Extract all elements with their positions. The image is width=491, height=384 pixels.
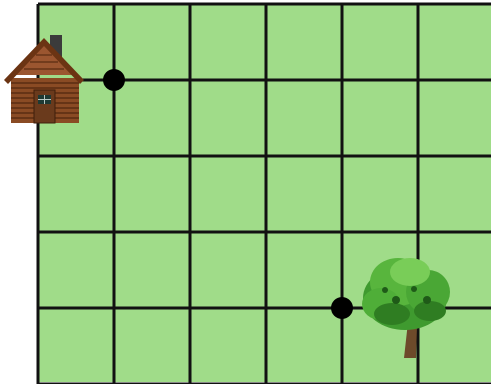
marker-2	[331, 297, 353, 319]
marker-1	[103, 69, 125, 91]
